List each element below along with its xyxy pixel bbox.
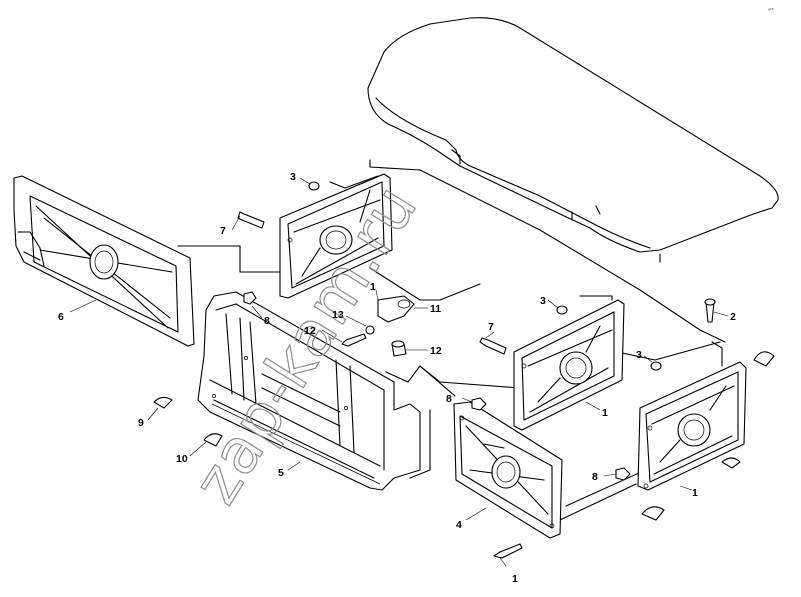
- callout-12: 12: [304, 325, 316, 337]
- callout-8-mid: 8: [446, 393, 452, 405]
- nut-3-upper: [308, 181, 320, 191]
- nut-3-mid: [556, 305, 568, 315]
- hardware-parts: [153, 181, 775, 559]
- callout-7-mid: 7: [488, 321, 494, 333]
- housing-outline: [177, 159, 726, 521]
- lamp-panel-part-1-center: [513, 299, 625, 431]
- bumper-right-top: [753, 351, 775, 367]
- lamp-panel-part-1-right: [637, 361, 747, 491]
- lamp-panel-part-6: [13, 175, 195, 347]
- screw-1-bottom: [493, 543, 523, 559]
- callout-6: 6: [58, 311, 64, 323]
- nut-3-right: [650, 361, 662, 371]
- callout-3-mid: 3: [540, 295, 546, 307]
- callout-1: 1: [370, 281, 376, 293]
- screw-7-mid: [479, 337, 507, 355]
- callout-4: 4: [456, 519, 462, 531]
- front-frame-part-5: [197, 291, 421, 491]
- lamp-panel-part-4: [453, 401, 563, 539]
- nut-8-upper: [243, 291, 257, 305]
- callout-11: 11: [430, 303, 441, 315]
- callout-1-bottom: 1: [512, 573, 518, 585]
- washer-13: [365, 325, 375, 335]
- corner-code: ª** ­­­: [768, 8, 775, 14]
- screw-12-left: [341, 333, 367, 347]
- bumper-right-bottom: [721, 457, 741, 469]
- callout-3: 3: [290, 171, 296, 183]
- callout-1-right: 1: [692, 487, 698, 499]
- screw-7-upper: [237, 211, 265, 229]
- callout-9: 9: [138, 417, 144, 429]
- rivet-10: [203, 433, 223, 447]
- callout-5: 5: [278, 467, 284, 479]
- callout-10: 10: [176, 453, 188, 465]
- rivet-9: [153, 396, 173, 409]
- callout-8-right: 8: [592, 471, 598, 483]
- callout-2: 2: [730, 311, 736, 323]
- lamp-panel-part-1-upper: [279, 173, 393, 299]
- top-cover-part: [367, 17, 779, 263]
- callout-12-right: 12: [430, 345, 442, 357]
- nut-8-mid: [471, 397, 487, 411]
- callout-7: 7: [220, 225, 226, 237]
- callout-3-right: 3: [636, 349, 642, 361]
- nut-8-right: [615, 467, 631, 481]
- callout-8: 8: [264, 315, 270, 327]
- callout-labels: 3 7 1 11 13 12 12 6 8 3 7 2 3 1 8 9 10 5…: [58, 171, 736, 585]
- bumper-bottom: [641, 506, 665, 521]
- callout-1-center: 1: [602, 407, 608, 419]
- callout-13: 13: [332, 309, 344, 321]
- leader-lines: [69, 177, 729, 567]
- bracket-11: [377, 295, 415, 323]
